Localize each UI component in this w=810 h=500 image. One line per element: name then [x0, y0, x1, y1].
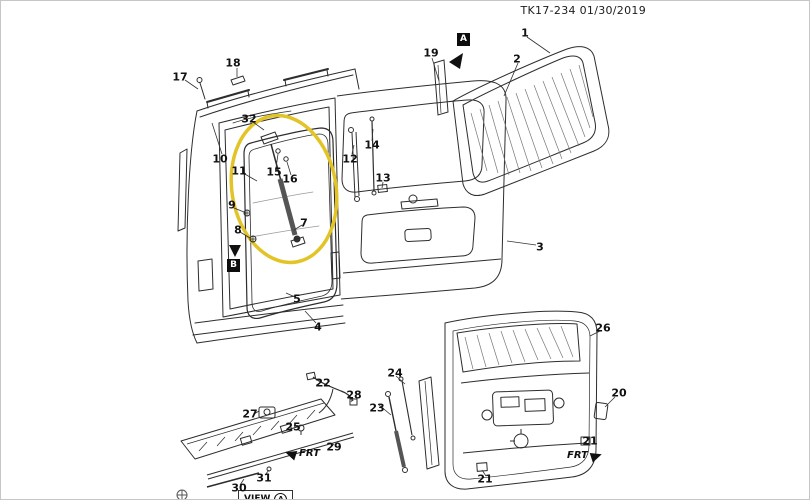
leader-lines	[184, 36, 616, 486]
callout-1: 1	[521, 26, 529, 40]
frt-marker-right: FRT	[567, 449, 604, 463]
callout-5: 5	[293, 292, 301, 306]
view-box-label: VIEW	[244, 494, 271, 500]
strut-highlight-group	[229, 113, 339, 265]
callout-21: 21	[582, 434, 598, 448]
callout-28: 28	[346, 388, 362, 402]
mount-bolts	[243, 209, 257, 243]
view-marker-a: A	[457, 33, 470, 46]
callout-25: 25	[285, 420, 301, 434]
rear-glass-assembly	[452, 46, 610, 197]
vehicle-rear-outline	[177, 68, 360, 344]
highlight-ellipse	[229, 113, 339, 265]
liftgate-inner-view	[385, 310, 609, 490]
callout-15: 15	[266, 165, 282, 179]
callout-16: 16	[282, 172, 298, 186]
callout-18: 18	[225, 56, 241, 70]
callout-24: 24	[387, 366, 403, 380]
callout-12: 12	[342, 152, 358, 166]
callout-2: 2	[513, 52, 521, 66]
callout-20: 20	[611, 386, 627, 400]
view-callout-box: VIEW A	[238, 490, 294, 500]
view-marker-b-letter: B	[230, 260, 237, 270]
frt-left-label: FRT	[299, 448, 320, 459]
sill-trim-group	[180, 371, 358, 488]
callout-9: 9	[228, 198, 236, 212]
frt-right-label: FRT	[567, 450, 588, 461]
circle-plus-icon	[176, 489, 188, 499]
callout-13: 13	[375, 171, 391, 185]
callout-26: 26	[595, 321, 611, 335]
callout-14: 14	[364, 138, 380, 152]
callout-29: 29	[326, 440, 342, 454]
callout-10: 10	[212, 152, 228, 166]
callout-19: 19	[423, 46, 439, 60]
frt-marker-left: FRT	[283, 447, 320, 461]
view-box-letter: A	[274, 493, 288, 499]
defroster-hatch	[470, 64, 594, 176]
callout-7: 7	[300, 216, 308, 230]
inner-glass-hatch	[464, 325, 574, 370]
callout-30: 30	[231, 481, 247, 495]
view-marker-a-letter: A	[460, 34, 467, 44]
callout-32: 32	[241, 112, 257, 126]
document-code: TK17-234 01/30/2019	[520, 4, 646, 17]
callout-23: 23	[369, 401, 385, 415]
liftgate-panel	[336, 80, 507, 300]
callout-8: 8	[234, 223, 242, 237]
weatherstrip-loop	[243, 127, 338, 320]
callout-11: 11	[231, 164, 247, 178]
frt-right-arrow-icon	[589, 449, 604, 463]
callout-4: 4	[314, 320, 322, 334]
callout-22: 22	[315, 376, 331, 390]
window-applique	[433, 59, 449, 116]
callout-31: 31	[256, 471, 272, 485]
view-marker-b: B	[227, 259, 240, 272]
callout-17: 17	[172, 70, 188, 84]
callout-3: 3	[536, 240, 544, 254]
callout-21: 21	[477, 472, 493, 486]
frt-left-arrow-icon	[283, 447, 298, 461]
view-arrow-triangles	[229, 53, 463, 257]
callout-27: 27	[242, 407, 258, 421]
